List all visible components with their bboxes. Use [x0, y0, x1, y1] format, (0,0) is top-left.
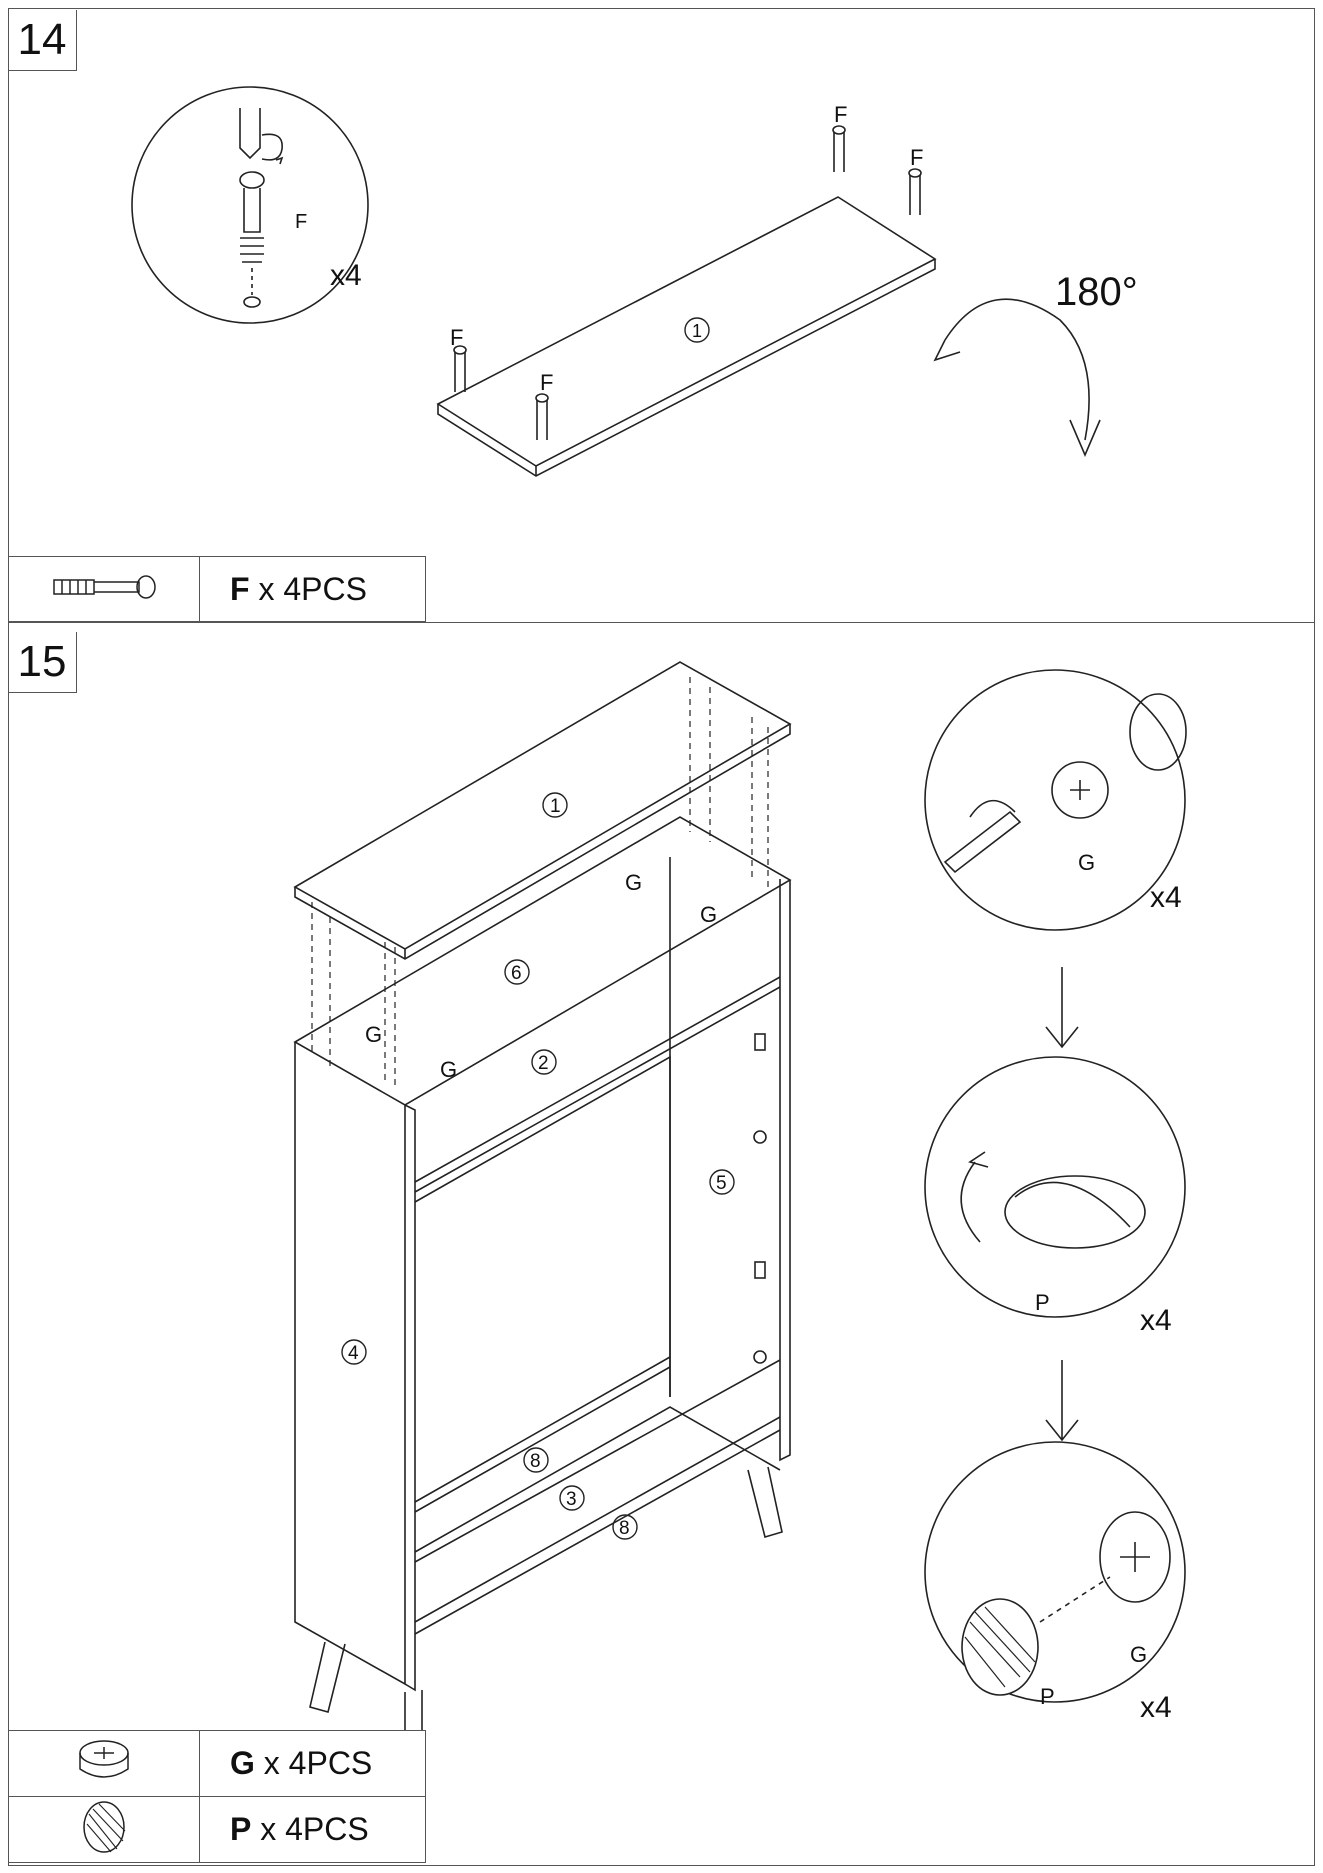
rotation-label: 180°: [1055, 270, 1138, 314]
parts-row-g: G x 4PCS: [8, 1730, 426, 1797]
arrow-down-2: [1045, 1360, 1079, 1442]
parts-row-f: F x 4PCS: [8, 556, 426, 622]
rotate-arrow: [944, 298, 1090, 441]
part-label-5: 5: [716, 1173, 727, 1194]
label-x4-1: x4: [1150, 881, 1182, 914]
label-p-detail-1: P: [1035, 1290, 1050, 1315]
cover-cap-icon: [8, 1796, 200, 1863]
panel-1-outline: [436, 196, 937, 467]
label-g-detail-2: G: [1130, 1642, 1147, 1667]
part-qty-g: x 4PCS: [263, 1745, 373, 1781]
label-f-2: F: [540, 370, 553, 395]
step-14-illustration: F x4 F F F F 1 180°: [131, 86, 1138, 477]
cap-hatch-icon: [961, 1598, 1039, 1696]
arrow-down-1: [1045, 967, 1079, 1049]
part-letter-g: G: [230, 1745, 255, 1781]
step-14-parts-table: F x 4PCS: [8, 556, 426, 622]
label-g-2: G: [700, 902, 717, 927]
cam-lock-detail-circle: [924, 669, 1186, 931]
label-g-1: G: [625, 870, 642, 895]
part-label-8b: 8: [619, 1518, 630, 1539]
panel-5: [669, 857, 791, 1462]
label-p-detail-2: P: [1040, 1684, 1055, 1709]
cam-bolt-detail-circle: [131, 86, 369, 324]
part-label-1b: 1: [550, 796, 561, 817]
cam-bolt-f4: [908, 168, 922, 215]
step-15-panel: [8, 622, 1315, 1866]
part-qty-f: x 4PCS: [258, 570, 367, 607]
label-x4-3: x4: [1140, 1691, 1172, 1724]
label-g-4: G: [440, 1057, 457, 1082]
cam-bolt-f1: [453, 345, 467, 392]
leg-front-left: [309, 1641, 346, 1713]
part-label-4: 4: [348, 1343, 359, 1364]
part-qty-p: x 4PCS: [260, 1811, 369, 1847]
label-f-detail: F: [295, 211, 307, 233]
label-g-3: G: [365, 1022, 382, 1047]
cam-lock-icon: [8, 1730, 200, 1797]
part-label-2: 2: [538, 1053, 549, 1074]
label-f-3: F: [834, 102, 847, 127]
label-g-detail-1: G: [1078, 850, 1095, 875]
part-label-8a: 8: [530, 1451, 541, 1472]
step-14-panel: [8, 8, 1315, 624]
part-label-6: 6: [511, 963, 522, 984]
part-letter-p: P: [230, 1811, 252, 1847]
cover-cap-detail-circle: [924, 1056, 1186, 1318]
part-label-3: 3: [566, 1489, 577, 1510]
step-14-number: 14: [8, 10, 77, 71]
panel-4: [294, 1042, 406, 1686]
label-f-4: F: [910, 145, 923, 170]
label-f-1: F: [450, 325, 463, 350]
cam-bolt-f3: [832, 125, 846, 172]
label-x4: x4: [330, 259, 362, 292]
parts-row-p: P x 4PCS: [8, 1796, 426, 1863]
step-15-parts-table: G x 4PCS P x 4PCS: [8, 1730, 426, 1863]
cap-fitted-detail-circle: [924, 1441, 1186, 1703]
part-letter-f: F: [230, 570, 250, 607]
cam-bolt-f2: [535, 393, 549, 440]
cam-bolt-icon: [8, 556, 200, 622]
step-15-number: 15: [8, 632, 77, 693]
leg-back-right: [747, 1466, 783, 1539]
step-15-illustration: 1 6 2 5 4 8 3 8 G G G G G P G P x4: [293, 661, 1187, 1753]
label-x4-2: x4: [1140, 1304, 1172, 1337]
part-label-1: 1: [692, 321, 702, 341]
